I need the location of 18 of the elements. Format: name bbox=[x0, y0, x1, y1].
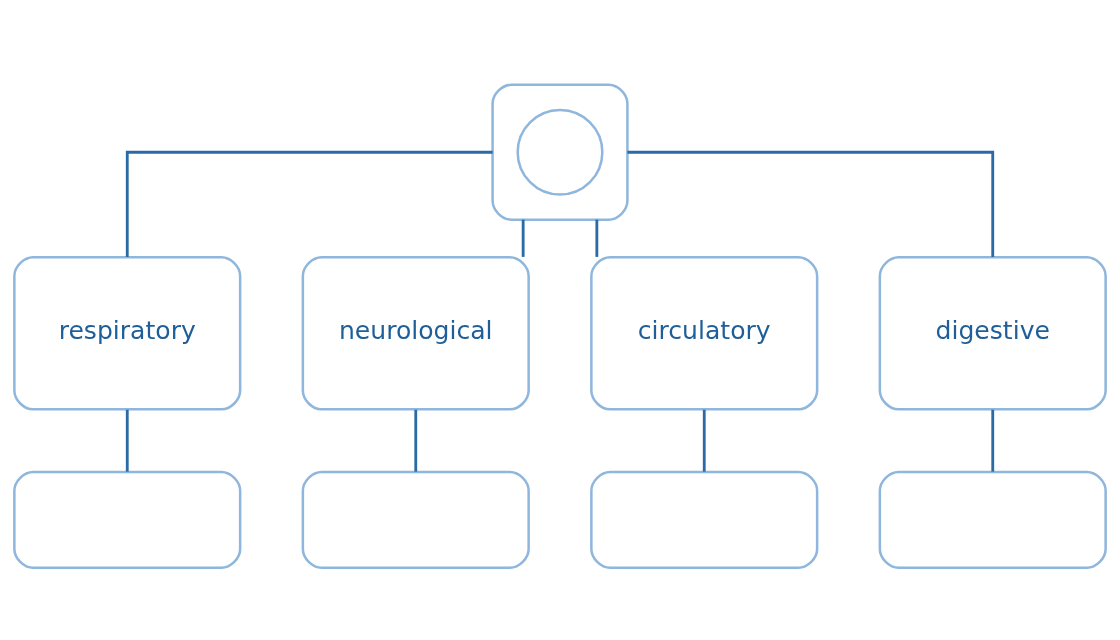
connector bbox=[414, 409, 418, 472]
node-circle bbox=[516, 108, 604, 196]
connector bbox=[521, 219, 525, 257]
connector bbox=[702, 409, 706, 472]
node-box bbox=[590, 470, 819, 569]
node-box: respiratory bbox=[13, 256, 242, 411]
node-box bbox=[301, 470, 530, 569]
node-box: circulatory bbox=[590, 256, 819, 411]
connector bbox=[627, 150, 995, 258]
connector bbox=[595, 219, 599, 257]
node-box: neurological bbox=[301, 256, 530, 411]
node-box: digestive bbox=[878, 256, 1107, 411]
connector bbox=[125, 150, 493, 258]
node-box bbox=[878, 470, 1107, 569]
connector bbox=[991, 409, 995, 472]
cluster bbox=[491, 83, 629, 221]
connector bbox=[125, 409, 129, 472]
node-box bbox=[13, 470, 242, 569]
